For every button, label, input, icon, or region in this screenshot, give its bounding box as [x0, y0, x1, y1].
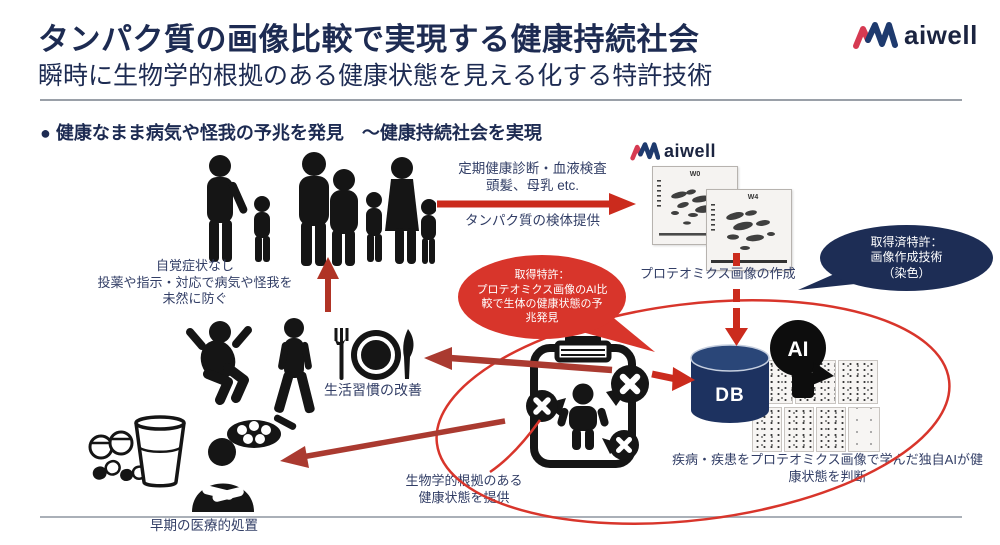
- lifestyle-caption: 生活習慣の改善: [324, 382, 422, 398]
- patent-navy-bubble: 取得済特許： 画像作成技術 （染色）: [820, 225, 993, 291]
- treatment-person-icon: [192, 414, 297, 512]
- proteomics-caption: プロテオミクス画像の作成: [640, 266, 796, 281]
- aiwell-logo-small-icon: [630, 142, 660, 161]
- page-subtitle: 瞬時に生物学的根拠のある健康状態を見える化する特許技術: [38, 62, 713, 90]
- aiwell-logo-text: aiwell: [904, 19, 978, 50]
- aiwell-logo-icon: [853, 22, 898, 49]
- water-glass-icon: [134, 415, 186, 488]
- evidence-caption: 生物学的根拠のある 健康状態を提供: [405, 473, 523, 505]
- gel-w4-label: W4: [748, 194, 759, 201]
- ai-judge-caption: 疾病・疾患をプロテオミクス画像で学んだ独自AIが健 康状態を判断: [672, 452, 983, 484]
- family-silhouette: [207, 152, 436, 266]
- gel-thumbnail: [838, 360, 878, 404]
- section-heading: ● 健康なまま病気や怪我の予兆を発見 ～健康持続社会を実現: [40, 123, 542, 143]
- arrow-clipboard-to-treatment: [280, 418, 506, 468]
- aiwell-logo-small: aiwell: [630, 139, 716, 163]
- treatment-caption: 早期の医療的処置: [150, 518, 258, 533]
- gel-thumbnail: [816, 407, 846, 452]
- no-symptom-label: 自覚症状なし 投薬や指示・対応で病気や怪我を 未然に防ぐ: [97, 258, 293, 307]
- meal-icon: [334, 328, 414, 380]
- page-title: タンパク質の画像比較で実現する健康持続社会: [38, 22, 700, 57]
- ai-head-icon: AI: [770, 320, 834, 398]
- gel-thumbnail: [784, 407, 814, 452]
- header-divider: [40, 99, 962, 101]
- aiwell-logo: aiwell: [852, 18, 978, 52]
- sample-provide-label: タンパク質の検体提供: [465, 213, 600, 228]
- health-check-clipboard-icon: [526, 336, 649, 468]
- patent-red-bubble: 取得特許： プロテオミクス画像のAI比 較で生体の健康状態の予 兆発見: [458, 255, 626, 339]
- gel-thumbnail: [848, 407, 880, 452]
- ai-label: AI: [788, 338, 809, 361]
- aiwell-logo-small-text: aiwell: [664, 140, 717, 161]
- gel-w0-label: W0: [690, 171, 701, 178]
- db-label: DB: [715, 385, 744, 406]
- proteomics-gel-w4: W4: [706, 189, 792, 271]
- exercise-persons-icon: [186, 318, 315, 414]
- db-cylinder-icon: DB: [690, 344, 770, 423]
- checkup-label: 定期健康診断・血液検査 頭髪、母乳 etc.: [458, 161, 607, 194]
